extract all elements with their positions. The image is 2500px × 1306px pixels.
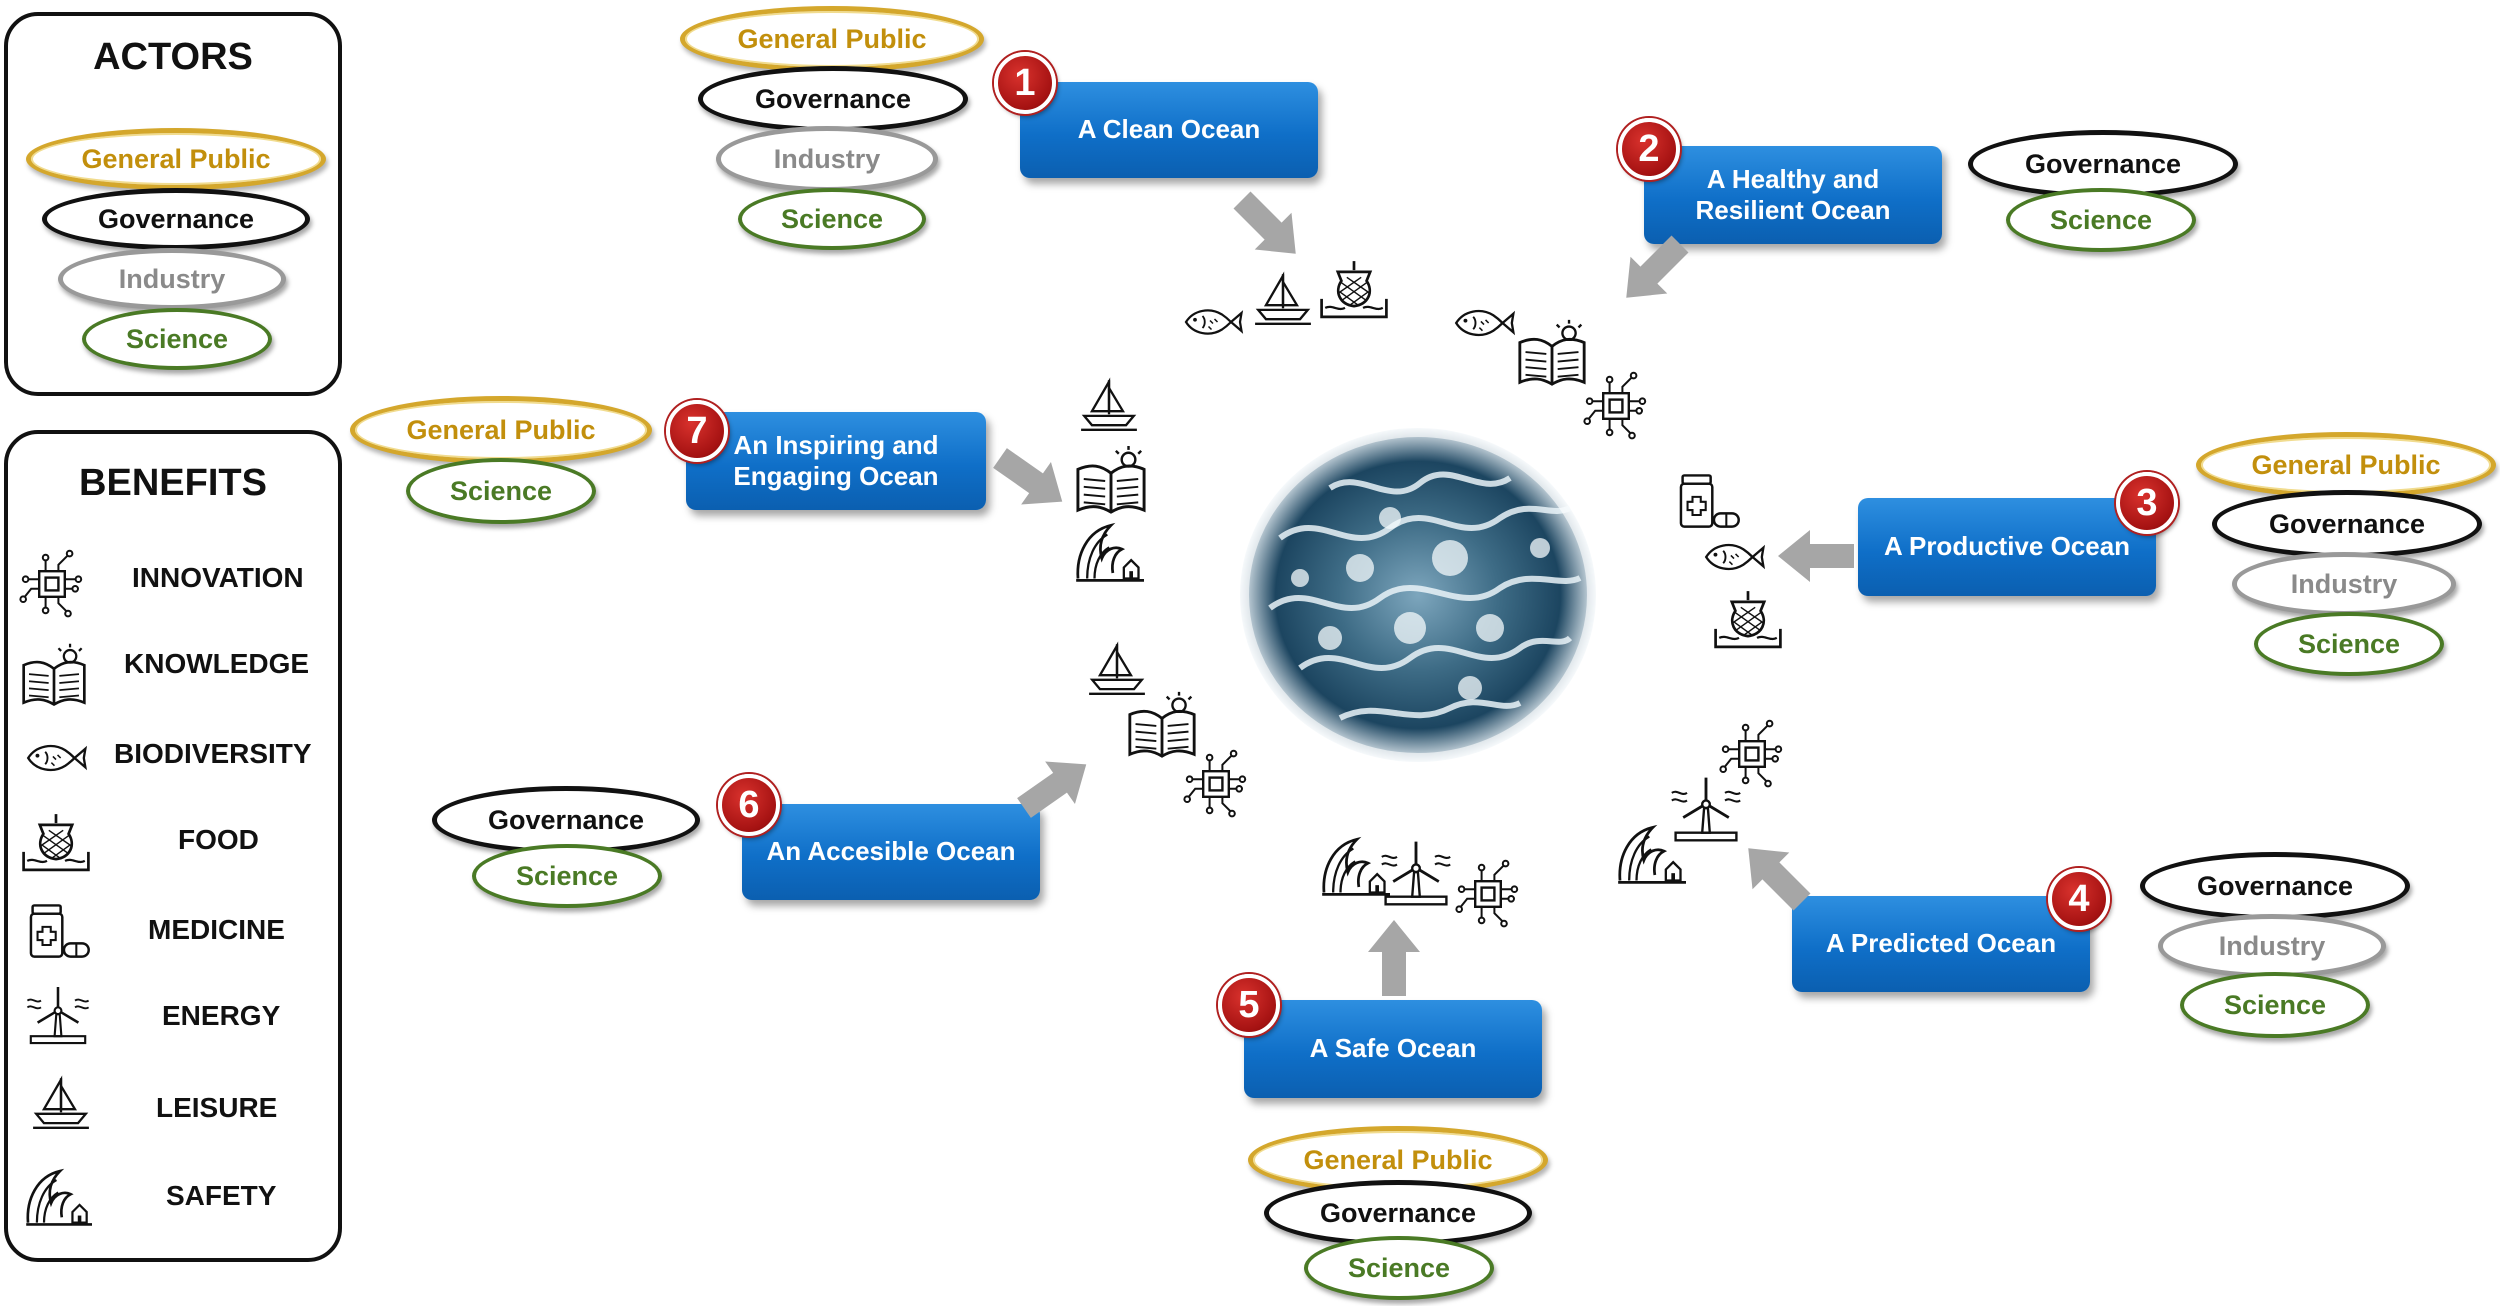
arrow-2	[1607, 225, 1699, 317]
o1-actor-general-public: General Public	[680, 6, 984, 72]
actors-panel: ACTORS General Public Governance Industr…	[4, 12, 342, 396]
actor-science: Science	[82, 308, 272, 370]
arrow-3	[1778, 530, 1854, 582]
actor-general-public: General Public	[26, 128, 326, 190]
o2-biodiversity-icon	[1455, 309, 1515, 337]
outcome-4-box: A Predicted Ocean	[1792, 896, 2090, 992]
ocean-image	[1235, 423, 1601, 767]
o3-actor-general-public: General Public	[2196, 432, 2496, 498]
o1-actor-governance: Governance	[698, 66, 968, 132]
outcome-1-badge: 1	[994, 52, 1056, 114]
o3-food-icon	[1714, 589, 1782, 649]
outcome-5-badge: 5	[1218, 974, 1280, 1036]
o5-innovation-icon	[1455, 859, 1519, 928]
o3-actor-science: Science	[2254, 612, 2444, 676]
o2-actor-governance: Governance	[1968, 130, 2238, 198]
o1-actor-industry: Industry	[716, 126, 938, 192]
energy-icon	[26, 985, 90, 1045]
outcome-2-badge: 2	[1618, 118, 1680, 180]
legend-label-medicine: MEDICINE	[148, 914, 285, 945]
outcome-2-box: A Healthy and Resilient Ocean	[1644, 146, 1942, 244]
arrow-6	[1009, 743, 1102, 830]
biodiversity-icon	[27, 744, 87, 772]
outcome-6-box: An Accesible Ocean	[742, 804, 1040, 900]
legend-label-biodiversity: BIODIVERSITY	[114, 738, 312, 769]
outcome-3-badge: 3	[2116, 472, 2178, 534]
o1-food-icon	[1320, 259, 1388, 319]
leisure-icon	[31, 1077, 91, 1129]
actor-industry: Industry	[58, 248, 286, 310]
actors-title: ACTORS	[93, 36, 253, 78]
knowledge-icon	[22, 642, 86, 706]
legend-label-energy: ENERGY	[162, 1000, 281, 1031]
o2-innovation-icon	[1583, 371, 1647, 440]
o1-leisure-icon	[1253, 273, 1313, 325]
o3-actor-industry: Industry	[2232, 552, 2456, 616]
o1-biodiversity-icon	[1184, 309, 1243, 335]
o6-knowledge-icon	[1128, 690, 1196, 758]
outcome-1-box: A Clean Ocean	[1020, 82, 1318, 178]
o7-actor-science: Science	[406, 458, 596, 524]
o7-knowledge-icon	[1076, 444, 1146, 514]
o5-actor-science: Science	[1304, 1236, 1494, 1300]
o3-biodiversity-icon	[1705, 543, 1765, 571]
o3-actor-governance: Governance	[2212, 490, 2482, 558]
o2-knowledge-icon	[1518, 318, 1586, 386]
food-icon	[22, 812, 90, 872]
o2-actor-science: Science	[2006, 188, 2196, 252]
outcome-7-badge: 7	[666, 400, 728, 462]
benefits-panel: BENEFITS INNOVATION KNOWLEDGE BIODIVERSI…	[4, 430, 342, 1262]
outcome-7-box: An Inspiring and Engaging Ocean	[686, 412, 986, 510]
o4-actor-governance: Governance	[2140, 852, 2410, 920]
o6-innovation-icon	[1183, 749, 1247, 818]
outcome-5-box: A Safe Ocean	[1244, 1000, 1542, 1098]
outcome-4-badge: 4	[2048, 868, 2110, 930]
arrow-7	[985, 436, 1078, 523]
o4-safety-icon	[1616, 825, 1688, 884]
legend-label-innovation: INNOVATION	[132, 562, 304, 593]
legend-label-safety: SAFETY	[166, 1180, 277, 1211]
benefits-title: BENEFITS	[79, 462, 267, 504]
legend-label-knowledge: KNOWLEDGE	[124, 648, 310, 679]
safety-icon	[24, 1169, 94, 1226]
outcome-3-box: A Productive Ocean	[1858, 498, 2156, 596]
o7-leisure-icon	[1079, 379, 1139, 431]
o5-energy-icon	[1380, 840, 1452, 906]
innovation-icon	[19, 549, 83, 618]
legend-label-leisure: LEISURE	[156, 1092, 278, 1123]
o1-actor-science: Science	[738, 188, 926, 250]
o4-actor-science: Science	[2180, 972, 2370, 1038]
actor-governance: Governance	[42, 188, 310, 250]
o4-actor-industry: Industry	[2158, 914, 2386, 978]
outcome-6-badge: 6	[718, 774, 780, 836]
o6-actor-science: Science	[472, 844, 662, 908]
o7-safety-icon	[1074, 523, 1146, 582]
o7-actor-general-public: General Public	[350, 396, 652, 464]
arrow-5	[1368, 920, 1420, 996]
o3-medicine-icon	[1679, 474, 1740, 528]
medicine-icon	[29, 904, 90, 958]
legend-label-food: FOOD	[178, 824, 259, 855]
